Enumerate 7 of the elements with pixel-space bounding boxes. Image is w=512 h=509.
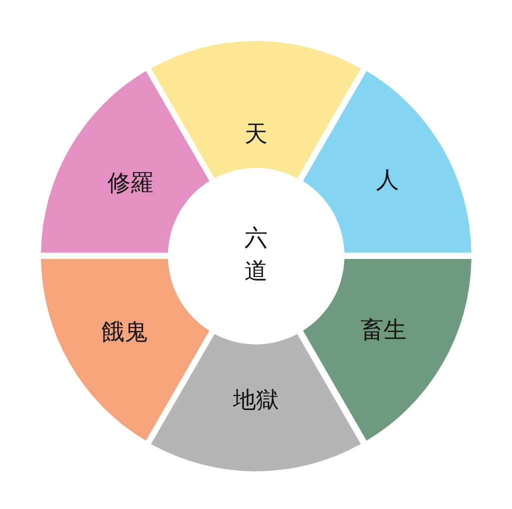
segment-label: 地獄 [232,386,279,416]
segment-label: 人 [376,166,400,196]
center-label: 六道 [244,224,268,287]
segment-label: 畜生 [360,316,406,345]
segment-label: 修羅 [107,170,154,199]
segment-label: 天 [244,120,268,150]
segment-label: 餓鬼 [101,318,148,348]
